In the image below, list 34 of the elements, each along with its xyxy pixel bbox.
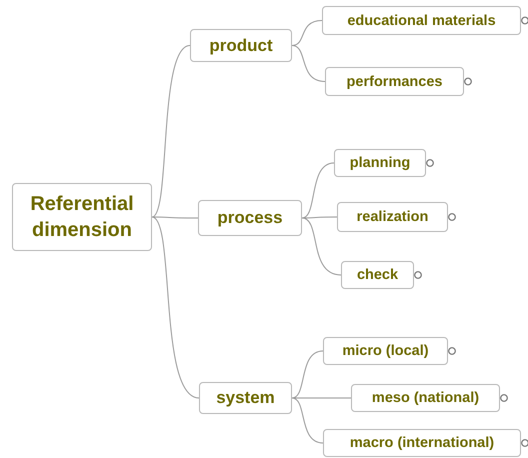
topic-box	[351, 384, 500, 412]
topic-label: process	[217, 208, 283, 228]
topic-label: Referential dimension	[29, 192, 135, 243]
topic-box	[334, 149, 426, 177]
branch-line	[292, 350, 324, 398]
topic-box	[337, 202, 448, 232]
branch-line	[302, 162, 334, 218]
branch-line	[292, 45, 326, 82]
branch-line	[152, 45, 190, 218]
topic-label: performances	[346, 72, 442, 90]
topic-box	[341, 261, 414, 289]
branch-line	[302, 218, 342, 276]
topic-box	[323, 429, 521, 457]
branch-line	[292, 398, 324, 444]
topic-box	[322, 6, 521, 35]
topic-box	[323, 337, 448, 365]
topic-label: check	[356, 266, 398, 284]
topic-label: system	[216, 388, 275, 408]
topic-box	[190, 29, 292, 62]
branch-line	[152, 216, 200, 398]
topic-label: planning	[350, 154, 410, 172]
topic-label: micro (local)	[342, 342, 429, 360]
topic-box	[12, 183, 152, 251]
topic-label: realization	[356, 208, 428, 226]
branch-line	[152, 216, 198, 218]
topic-box	[325, 67, 464, 96]
topic-label: macro (international)	[350, 434, 494, 452]
branch-line	[302, 216, 338, 218]
topic-label: educational materials	[347, 12, 496, 30]
topic-box	[198, 200, 302, 236]
topic-label: meso (national)	[372, 389, 480, 407]
topic-label: product	[209, 36, 273, 56]
topic-box	[199, 382, 292, 414]
branch-line	[292, 20, 322, 46]
